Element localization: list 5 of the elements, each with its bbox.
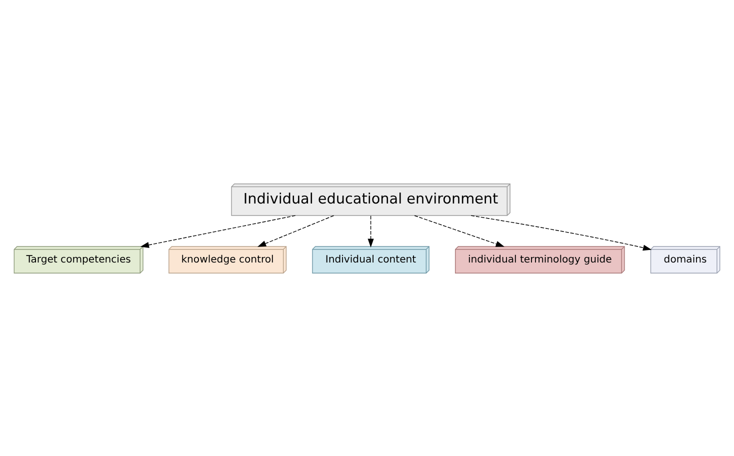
- arrow: [414, 214, 504, 246]
- arrow: [257, 214, 334, 246]
- arrow: [140, 214, 296, 248]
- arrow: [368, 214, 374, 247]
- arrow: [470, 214, 652, 250]
